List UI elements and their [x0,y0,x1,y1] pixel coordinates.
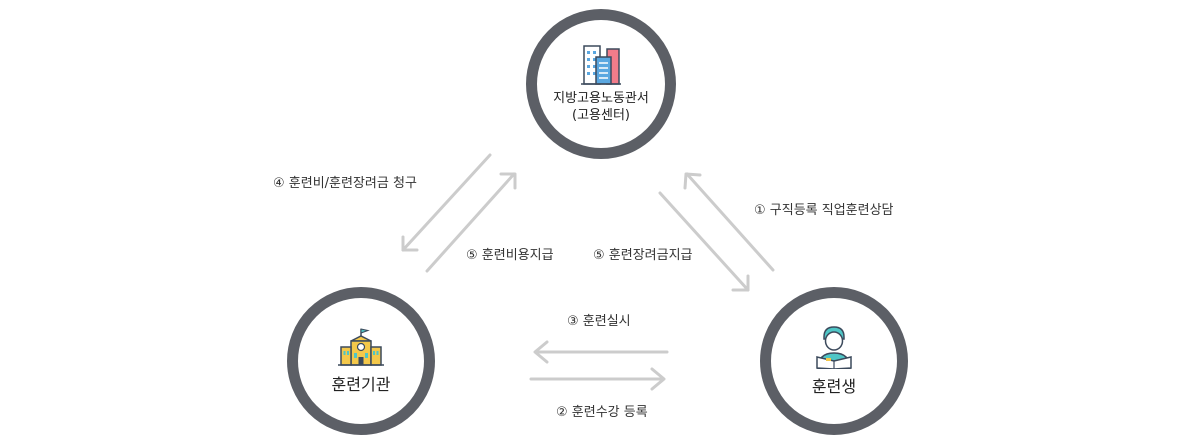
employment-center-subname: (고용센터) [572,108,630,123]
trainee-label: 훈련생 [811,376,857,396]
employment-center-name: 지방고용노동관서 [553,91,649,107]
training-institution-label: 훈련기관 [331,374,391,394]
school-building-icon [338,327,384,366]
trainee-reading-icon [816,325,852,369]
arrow-center-to-institution [401,153,492,252]
flow-label-step5b: ⑤ 훈련장려금지급 [593,248,693,263]
flow-label-step3: ③ 훈련실시 [567,314,631,329]
flow-label-step1: ① 구직등록 직업훈련상담 [754,203,894,218]
office-building-icon [581,45,621,85]
employment-center-node: 지방고용노동관서 (고용센터) [526,9,676,159]
flow-label-step5a: ⑤ 훈련비용지급 [466,248,554,263]
employment-center-label: 지방고용노동관서 (고용센터) [553,91,649,125]
training-institution-node: 훈련기관 [287,287,435,435]
trainee-node: 훈련생 [760,287,908,435]
flow-label-step2: ② 훈련수강 등록 [556,405,648,420]
arrow-trainee-to-center [683,172,775,272]
arrow-trainee-to-institution [533,340,669,364]
flow-label-step4: ④ 훈련비/훈련장려금 청구 [273,176,417,191]
arrow-institution-to-trainee [529,367,666,391]
arrow-center-to-trainee [658,191,750,292]
arrow-institution-to-center [425,172,517,273]
